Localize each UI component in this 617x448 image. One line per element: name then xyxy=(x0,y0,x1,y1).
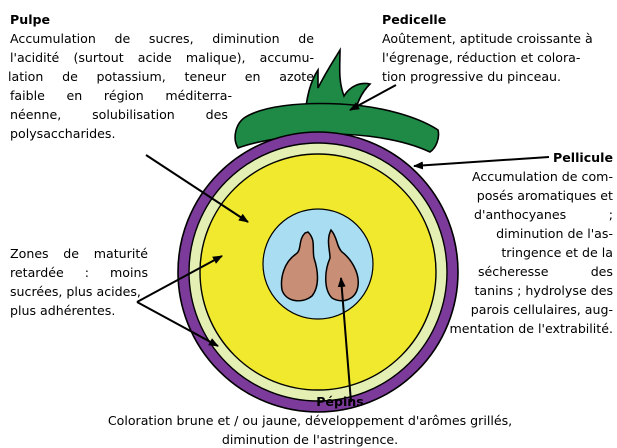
pepins-line: diminution de l'astringence. xyxy=(70,430,550,448)
pedicelle-title: Pedicelle xyxy=(382,10,614,29)
pepins-title: Pépins xyxy=(130,392,550,411)
pulpe-line: Accumulation de sucres, diminution de xyxy=(10,29,314,48)
zones-line: plus adhérentes. xyxy=(10,301,148,320)
pellicule-line: tringence et de la xyxy=(432,243,613,262)
pedicelle-annotation: Pedicelle Aoûtement, aptitude croissante… xyxy=(382,10,614,86)
pellicule-line: diminution de l'as- xyxy=(432,224,613,243)
zones-line: retardée : moins xyxy=(10,263,148,282)
pepins-line: Coloration brune et / ou jaune, développ… xyxy=(70,411,550,430)
pellicule-line: sécheresse des xyxy=(478,262,613,281)
seed-zone xyxy=(263,209,373,319)
pepins-annotation: Pépins Coloration brune et / ou jaune, d… xyxy=(70,392,550,448)
pedicelle-line: tion progressive du pinceau. xyxy=(382,67,614,86)
pedicelle-line: l'égrenage, réduction et colora- xyxy=(382,48,614,67)
pulpe-annotation: Pulpe Accumulation de sucres, diminution… xyxy=(10,10,314,143)
pulpe-line: néenne, solubilisation des xyxy=(10,105,228,124)
pellicule-title: Pellicule xyxy=(432,148,613,167)
zones-line: sucrées, plus acides, xyxy=(10,282,148,301)
pellicule-line: mentation de l'extrabilité. xyxy=(432,319,613,338)
pellicule-line: posés aromatiques et xyxy=(432,186,613,205)
zones-line: Zones de maturité xyxy=(10,244,148,263)
pulpe-line: polysaccharides. xyxy=(10,124,314,143)
pellicule-line: d'anthocyanes ; xyxy=(474,205,613,224)
zones-annotation: Zones de maturité retardée : moins sucré… xyxy=(10,244,148,320)
pulpe-line: faible en région méditerra- xyxy=(10,86,232,105)
pulpe-line: l'acidité (surtout acide malique), accum… xyxy=(10,48,314,67)
pulpe-title: Pulpe xyxy=(10,10,314,29)
pellicule-annotation: Pellicule Accumulation de com- posés aro… xyxy=(432,148,613,338)
pedicelle-line: Aoûtement, aptitude croissante à xyxy=(382,29,614,48)
pulpe-line: lation de potassium, teneur en azote xyxy=(8,67,314,86)
pellicule-line: parois cellulaires, aug- xyxy=(432,300,613,319)
pellicule-line: tanins ; hydrolyse des xyxy=(432,281,613,300)
pellicule-line: Accumulation de com- xyxy=(432,167,613,186)
